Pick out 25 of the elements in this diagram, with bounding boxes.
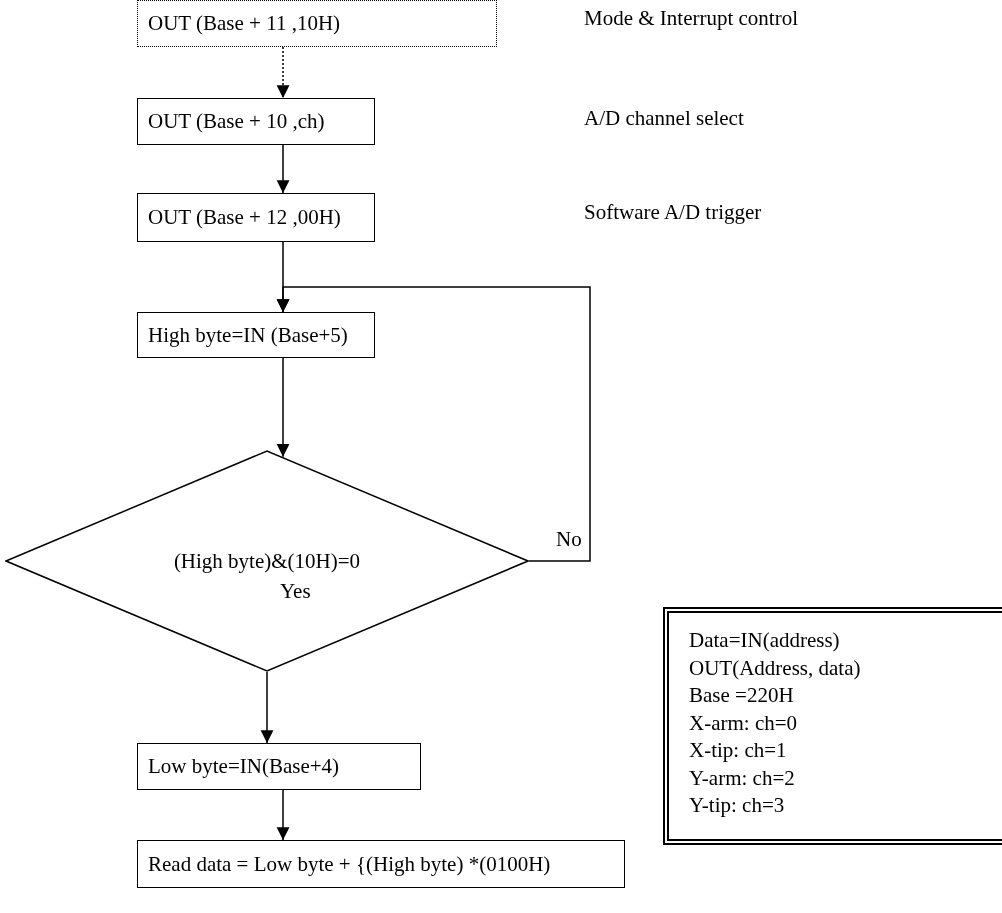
note-text: X-tip: ch=1 (689, 737, 788, 764)
note-text: Data=IN(address) (689, 627, 841, 654)
arrow (276, 144, 290, 194)
step-note: A/D channel select (584, 106, 744, 131)
process-box: OUT (Base + 10 ,ch) (137, 98, 375, 145)
arrow (276, 286, 591, 562)
process-box: Read data = Low byte + {(High byte) *(0100H) (137, 840, 625, 888)
decision-text: (High byte)&(10H)=0 (173, 548, 361, 574)
step-note: Mode & Interrupt control (584, 6, 799, 31)
note-text: Y-tip: ch=3 (689, 792, 786, 819)
note-box (663, 607, 1002, 845)
arrow (276, 357, 290, 458)
note-text: Base =220H (689, 682, 795, 709)
arrow (276, 789, 290, 841)
arrow (276, 46, 290, 99)
note-text: OUT(Address, data) (689, 654, 862, 682)
process-box: Low byte=IN(Base+4) (137, 743, 421, 790)
process-box: OUT (Base + 11 ,10H) (137, 0, 497, 47)
note-text: X-arm: ch=0 (689, 709, 799, 737)
note-text: Y-arm: ch=2 (689, 764, 796, 792)
step-note: Software A/D trigger (584, 200, 762, 225)
decision-diamond (5, 450, 529, 672)
process-box: High byte=IN (Base+5) (137, 312, 375, 358)
process-box: OUT (Base + 12 ,00H) (137, 193, 375, 242)
arrow (260, 671, 274, 744)
